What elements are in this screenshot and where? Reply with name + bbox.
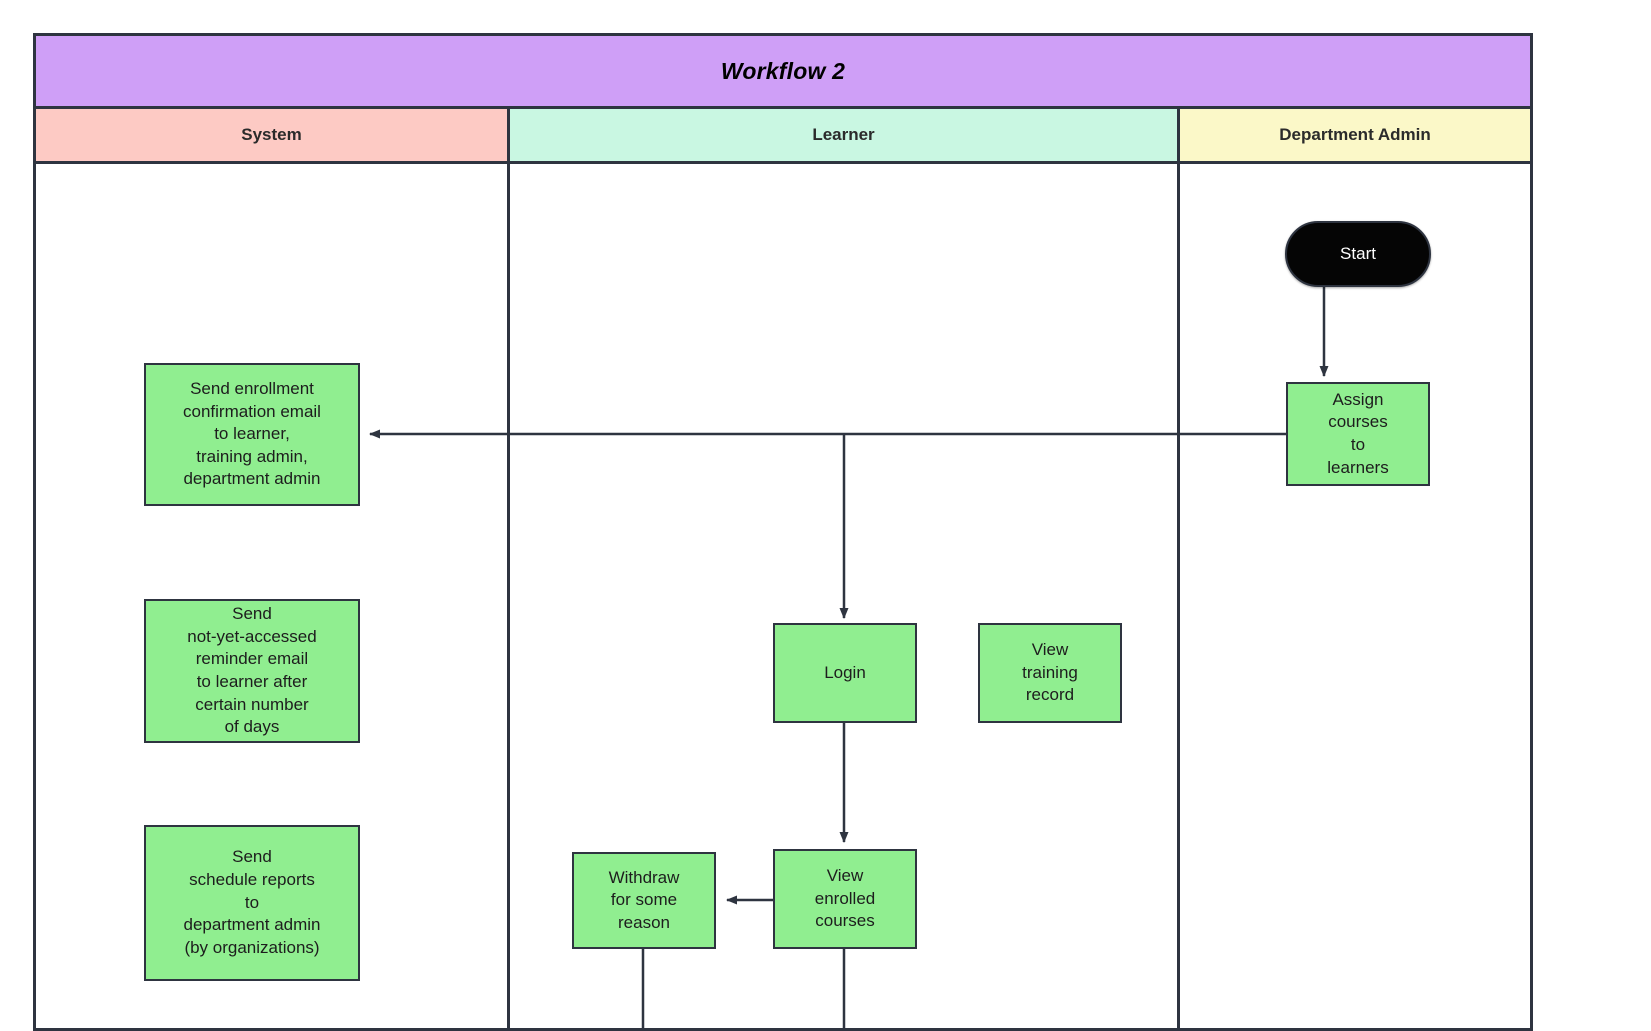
lane-header-system: System xyxy=(36,109,510,164)
lane-header-department-admin: Department Admin xyxy=(1180,109,1530,164)
lane-body-department-admin xyxy=(1180,164,1530,1028)
lane-header-learner-label: Learner xyxy=(812,125,875,144)
node-view-enrolled-courses[interactable]: View enrolled courses xyxy=(773,849,917,949)
node-send-schedule-reports[interactable]: Send schedule reports to department admi… xyxy=(144,825,360,981)
node-send-not-yet-accessed-reminder[interactable]: Send not-yet-accessed reminder email to … xyxy=(144,599,360,743)
node-view-training-record[interactable]: View training record xyxy=(978,623,1122,723)
node-login[interactable]: Login xyxy=(773,623,917,723)
node-send-enrollment-confirmation[interactable]: Send enrollment confirmation email to le… xyxy=(144,363,360,506)
node-assign-courses[interactable]: Assign courses to learners xyxy=(1286,382,1430,486)
node-withdraw-for-some-reason[interactable]: Withdraw for some reason xyxy=(572,852,716,949)
node-start[interactable]: Start xyxy=(1285,221,1431,287)
lane-header-learner: Learner xyxy=(510,109,1180,164)
lane-header-system-label: System xyxy=(241,125,302,144)
pool-title: Workflow 2 xyxy=(36,36,1530,109)
swimlane-pool: Workflow 2 System Learner Department Adm… xyxy=(33,33,1533,1031)
lane-header-department-admin-label: Department Admin xyxy=(1279,125,1431,144)
